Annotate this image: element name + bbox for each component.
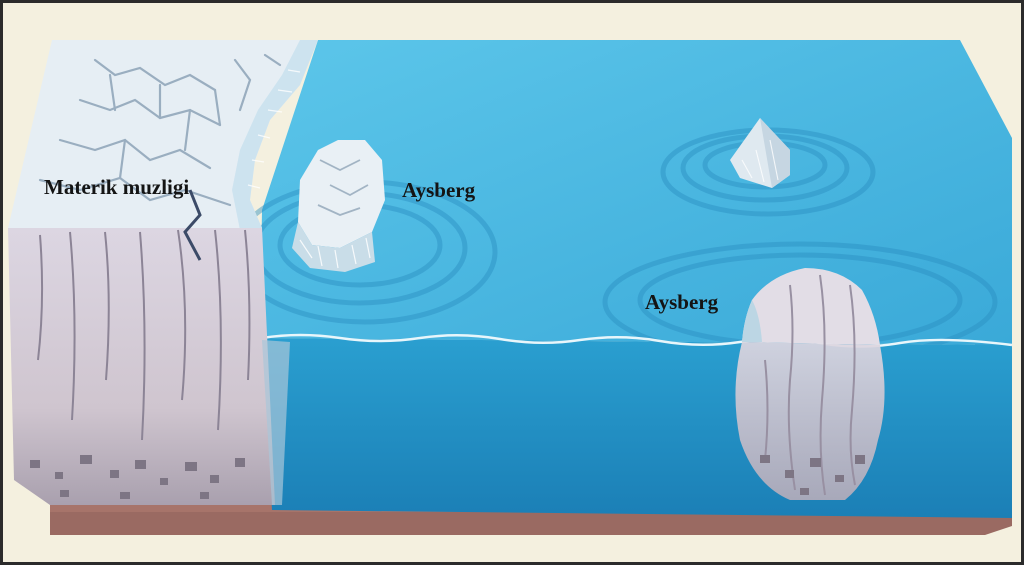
label-iceberg-left: Aysberg: [402, 180, 475, 201]
sea-cross-section: [262, 338, 1012, 518]
label-glacier: Materik muzligi: [44, 177, 189, 198]
label-iceberg-right: Aysberg: [645, 292, 718, 313]
iceberg-large: [735, 268, 884, 500]
